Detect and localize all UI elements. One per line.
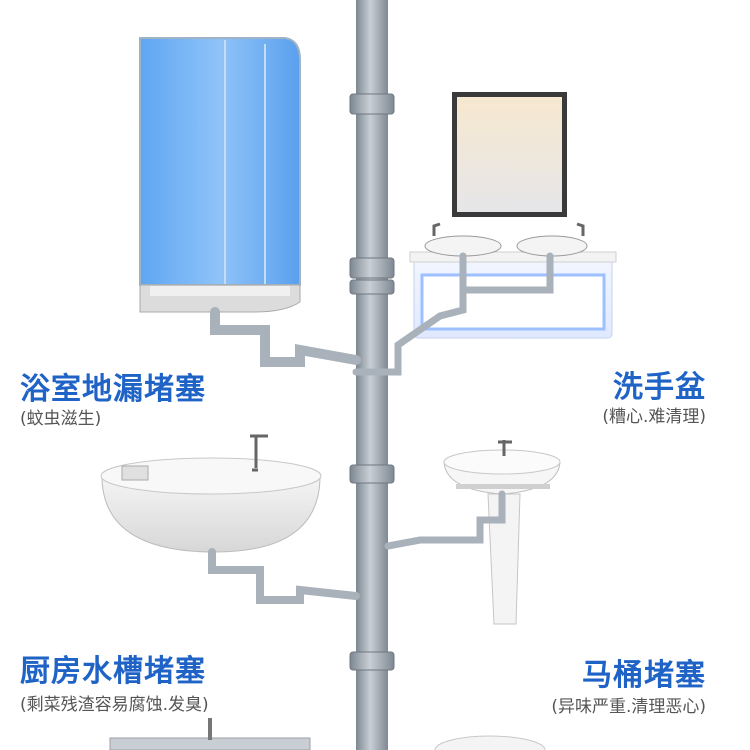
pedestal-basin (384, 440, 561, 625)
wash-basin-title: 洗手盆 (613, 370, 706, 405)
shower-drain-clog-note: (蚊虫滋生) (20, 409, 102, 429)
wash-basin-note: (糟心.难清理) (602, 407, 706, 427)
toilet-clog-note: (异味严重.清理恶心) (551, 697, 706, 717)
double-vanity (352, 222, 617, 376)
kitchen-sink (109, 718, 311, 750)
shower-drain-pipe (210, 307, 361, 367)
kitchen-sink-clog-note: (剩菜残渣容易腐蚀.发臭) (20, 695, 209, 715)
vessel-basin (100, 434, 360, 604)
shower-enclosure (139, 37, 301, 313)
toilet-clog-title: 马桶堵塞 (582, 658, 706, 693)
toilet (434, 735, 546, 750)
mirror (452, 92, 567, 217)
kitchen-sink-clog-title: 厨房水槽堵塞 (20, 654, 206, 689)
shower-drain-clog-title: 浴室地漏堵塞 (20, 372, 206, 407)
